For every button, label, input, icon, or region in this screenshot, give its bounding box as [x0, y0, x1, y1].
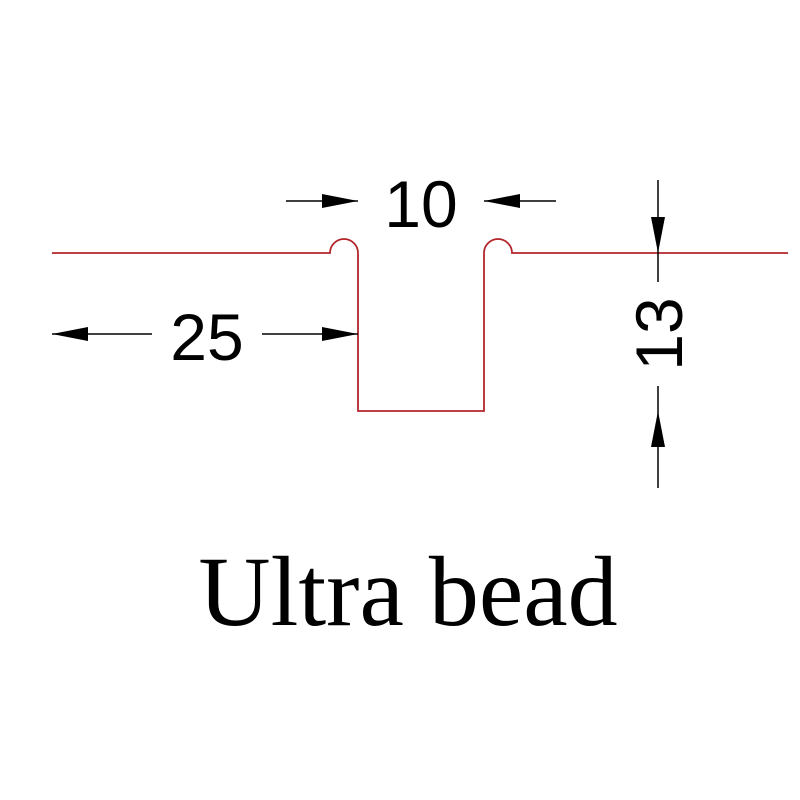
dim-top-width-label: 10 — [384, 167, 457, 241]
dimension-depth: 13 — [622, 180, 696, 488]
dimension-flange-width: 25 — [52, 300, 358, 374]
dim-top-left-arrow — [322, 194, 358, 208]
dim-top-right-arrow — [484, 194, 520, 208]
diagram-caption: Ultra bead — [198, 536, 617, 647]
dimension-top-width: 10 — [286, 167, 556, 241]
bead-profile-outline — [52, 238, 788, 412]
dim-flange-left-arrow — [52, 327, 88, 341]
dim-flange-right-arrow — [322, 327, 358, 341]
dim-depth-upper-arrow — [651, 217, 665, 253]
dim-depth-label: 13 — [622, 297, 696, 370]
dim-depth-lower-arrow — [651, 411, 665, 447]
dim-flange-width-label: 25 — [170, 300, 243, 374]
